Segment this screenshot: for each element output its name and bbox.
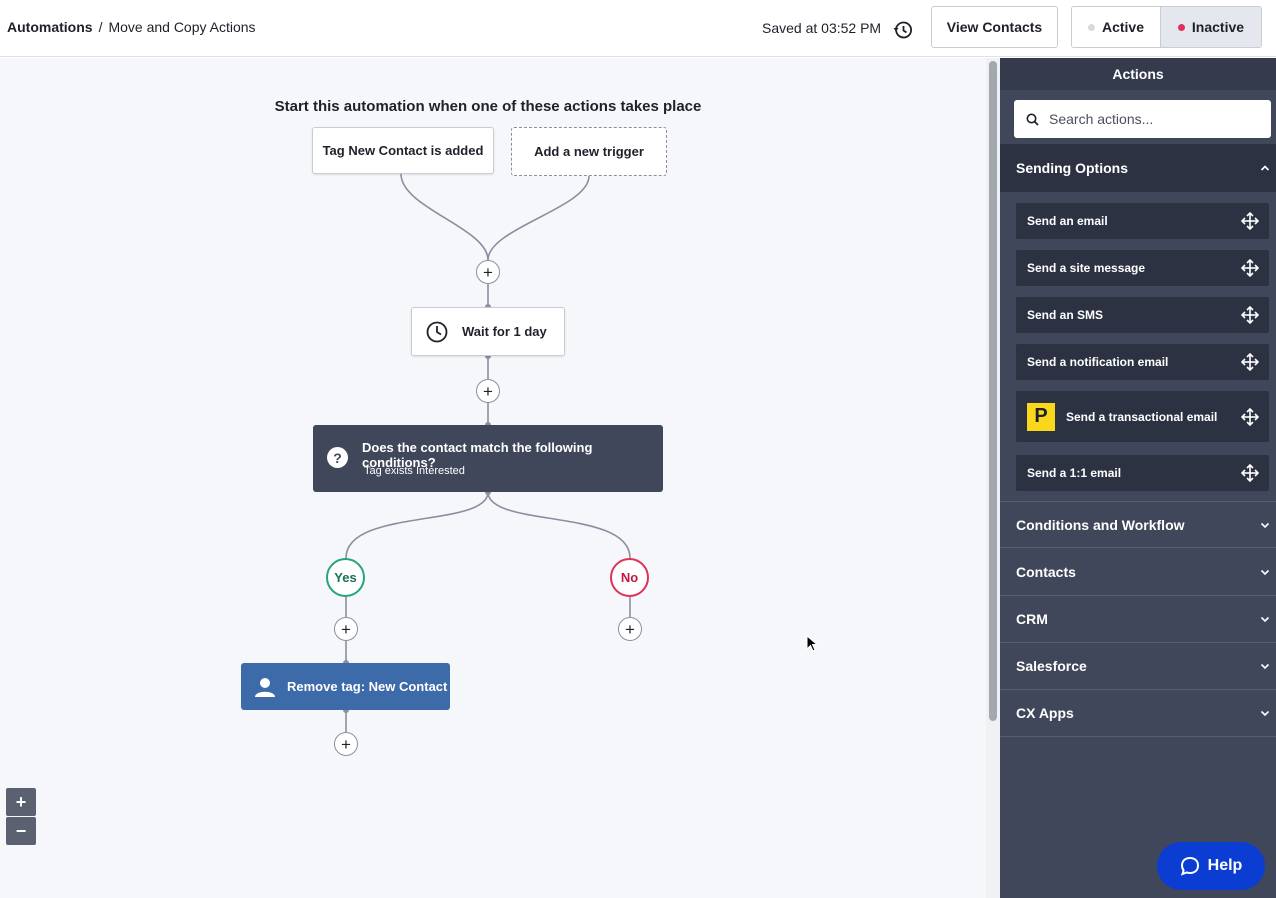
breadcrumb-automations-link[interactable]: Automations: [7, 19, 93, 35]
breadcrumb-current: Move and Copy Actions: [108, 19, 256, 35]
move-icon[interactable]: [1241, 306, 1259, 324]
wait-node[interactable]: Wait for 1 day: [411, 307, 565, 356]
actions-sidebar: Actions Sending Options Send an email Se…: [1000, 58, 1276, 898]
action-send-one-to-one-email[interactable]: Send a 1:1 email: [1016, 455, 1269, 491]
section-label: Sending Options: [1016, 160, 1128, 176]
remove-tag-label: Remove tag: New Contact: [287, 679, 448, 694]
contact-icon: [255, 677, 275, 697]
chevron-down-icon: [1260, 710, 1270, 717]
section-label: CX Apps: [1016, 705, 1074, 721]
add-step-plus-end[interactable]: +: [334, 732, 358, 756]
zoom-out-button[interactable]: −: [6, 817, 36, 845]
action-send-notification-email[interactable]: Send a notification email: [1016, 344, 1269, 380]
add-step-plus-1[interactable]: +: [476, 260, 500, 284]
status-active-label: Active: [1101, 19, 1145, 35]
breadcrumb: Automations / Move and Copy Actions: [7, 19, 256, 35]
status-inactive-option[interactable]: Inactive: [1161, 7, 1261, 47]
condition-title: Does the contact match the following con…: [362, 440, 593, 470]
trigger-node[interactable]: Tag New Contact is added: [312, 127, 494, 174]
action-send-transactional-email[interactable]: P Send a transactional email: [1016, 391, 1269, 442]
top-header: Automations / Move and Copy Actions Saved …: [0, 0, 1276, 57]
inactive-dot-icon: [1177, 23, 1185, 31]
canvas-title: Start this automation when one of these …: [274, 98, 702, 115]
action-label: Send a transactional email: [1066, 409, 1218, 424]
condition-node[interactable]: ? Does the contact match the following c…: [313, 425, 663, 492]
action-send-email[interactable]: Send an email: [1016, 203, 1269, 239]
section-crm[interactable]: CRM: [1000, 596, 1276, 643]
add-trigger-button[interactable]: Add a new trigger: [511, 127, 667, 176]
status-inactive-label: Inactive: [1191, 19, 1245, 35]
wait-label: Wait for 1 day: [462, 324, 547, 339]
status-toggle: Active Inactive: [1071, 6, 1262, 48]
no-branch[interactable]: No: [610, 558, 649, 597]
section-sending-options[interactable]: Sending Options: [1000, 144, 1276, 192]
chevron-down-icon: [1260, 663, 1270, 670]
sidebar-title: Actions: [1000, 58, 1276, 90]
saved-status: Saved at 03:52 PM: [762, 20, 882, 36]
history-icon[interactable]: [893, 20, 913, 40]
action-label: Send a notification email: [1027, 355, 1169, 369]
chevron-down-icon: [1260, 616, 1270, 623]
add-step-plus-no[interactable]: +: [618, 617, 642, 641]
workflow-canvas[interactable]: Start this automation when one of these …: [0, 58, 986, 898]
chevron-down-icon: [1260, 522, 1270, 528]
view-contacts-button[interactable]: View Contacts: [931, 6, 1058, 48]
breadcrumb-separator: /: [98, 19, 103, 35]
search-box[interactable]: [1014, 100, 1271, 138]
status-active-option[interactable]: Active: [1072, 7, 1161, 47]
section-label: CRM: [1016, 611, 1048, 627]
move-icon[interactable]: [1241, 212, 1259, 230]
action-label: Send an SMS: [1027, 308, 1104, 322]
section-contacts[interactable]: Contacts: [1000, 549, 1276, 596]
canvas-scrollbar[interactable]: [986, 58, 1000, 898]
section-label: Salesforce: [1016, 658, 1087, 674]
move-icon[interactable]: [1241, 464, 1259, 482]
active-dot-icon: [1087, 23, 1095, 31]
action-label: Send a 1:1 email: [1027, 466, 1122, 480]
section-cx-apps[interactable]: CX Apps: [1000, 690, 1276, 737]
search-icon: [1026, 113, 1039, 126]
help-label: Help: [1207, 857, 1243, 874]
action-label: Send an email: [1027, 214, 1108, 228]
mouse-cursor-icon: [806, 635, 818, 652]
section-label: Contacts: [1016, 564, 1076, 580]
condition-detail: Tag exists Interested: [364, 465, 465, 477]
add-step-plus-yes[interactable]: +: [334, 617, 358, 641]
section-label: Conditions and Workflow: [1016, 516, 1185, 533]
action-send-site-message[interactable]: Send a site message: [1016, 250, 1269, 286]
move-icon[interactable]: [1241, 353, 1259, 371]
zoom-in-button[interactable]: +: [6, 788, 36, 816]
move-icon[interactable]: [1241, 407, 1259, 426]
action-send-sms[interactable]: Send an SMS: [1016, 297, 1269, 333]
postmark-logo-icon: P: [1027, 402, 1055, 431]
chevron-down-icon: [1260, 569, 1270, 576]
clock-icon: [426, 321, 448, 342]
question-icon: ?: [327, 447, 348, 468]
section-salesforce[interactable]: Salesforce: [1000, 643, 1276, 690]
scrollbar-thumb[interactable]: [989, 61, 997, 721]
add-step-plus-2[interactable]: +: [476, 379, 500, 403]
action-label: Send a site message: [1027, 261, 1146, 275]
yes-branch[interactable]: Yes: [326, 558, 365, 597]
search-input[interactable]: [1049, 111, 1249, 127]
move-icon[interactable]: [1241, 259, 1259, 277]
help-button[interactable]: Help: [1157, 842, 1265, 890]
chat-bubble-icon: [1180, 856, 1199, 876]
chevron-up-icon: [1260, 165, 1270, 171]
section-conditions-workflow[interactable]: Conditions and Workflow: [1000, 501, 1276, 548]
remove-tag-node[interactable]: Remove tag: New Contact: [241, 663, 450, 710]
